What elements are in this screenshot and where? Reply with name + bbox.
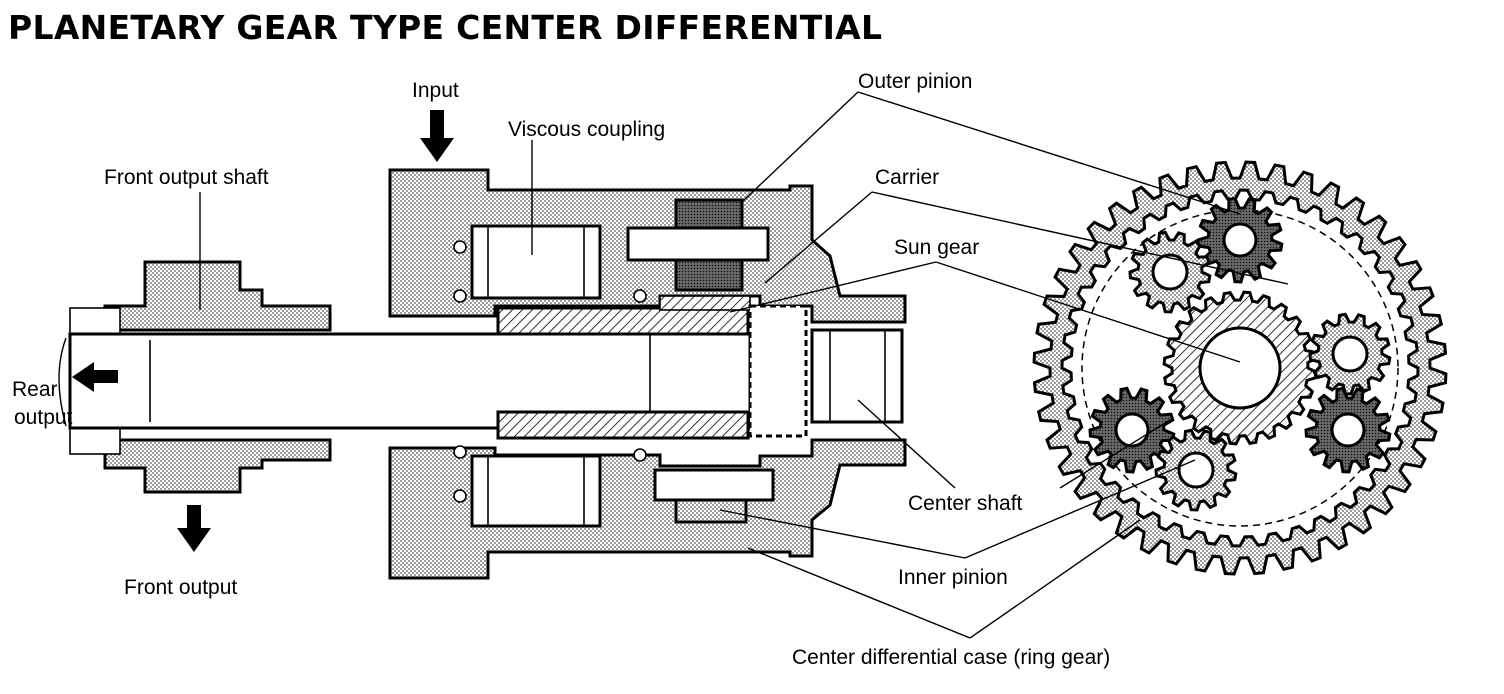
label-front-output-shaft: Front output shaft [104, 166, 269, 189]
inner-pinion-bottom-section [653, 468, 775, 502]
outer-pinion-gear [1196, 196, 1284, 284]
inner-pinion-gear [1128, 230, 1212, 314]
left-bearing-top [69, 307, 121, 335]
label-viscous-coupling: Viscous coupling [508, 118, 665, 141]
rear-output-brace [58, 337, 67, 427]
left-bearing-bottom [69, 427, 121, 455]
inner-pinion-gear-strip [674, 498, 748, 524]
label-inner-pinion: Inner pinion [898, 566, 1008, 589]
sun-gear [1162, 290, 1318, 446]
label-sun-gear: Sun gear [894, 236, 979, 259]
sun-gear-ring [659, 295, 751, 311]
label-center-differential-case: Center differential case (ring gear) [792, 646, 1110, 669]
rear-output-arrow-icon [72, 362, 118, 392]
outer-pinion-gear [1088, 386, 1176, 474]
viscous-coupling-upper [470, 224, 602, 300]
leader-lines [199, 91, 1289, 639]
section-view [58, 110, 907, 580]
viscous-coupling-lower [470, 454, 602, 528]
outer-pinion-gear [1304, 386, 1392, 474]
label-center-shaft: Center shaft [908, 492, 1023, 515]
label-output: output [14, 406, 73, 429]
inner-pinion-gear [1308, 312, 1392, 396]
label-carrier: Carrier [875, 166, 939, 189]
front-output-housing [103, 260, 332, 332]
main-housing-lower [388, 438, 907, 580]
inner-pinion-gear [1154, 428, 1238, 512]
front-output-housing-lower [103, 438, 332, 494]
center-shaft-box [748, 304, 808, 438]
gear-view [1032, 160, 1448, 576]
label-input: Input [412, 79, 459, 102]
sun-gear-sleeve-upper [496, 306, 750, 336]
label-front-output: Front output [124, 576, 237, 599]
sun-gear-sleeve-lower [496, 410, 750, 440]
center-shaft-stub [810, 328, 904, 424]
ring-gear [1032, 160, 1448, 576]
input-arrow-icon [420, 110, 454, 162]
label-outer-pinion: Outer pinion [858, 70, 972, 93]
page-title: PLANETARY GEAR TYPE CENTER DIFFERENTIAL [8, 8, 883, 47]
inner-pinion-top [626, 226, 770, 262]
front-output-arrow-icon [177, 505, 211, 552]
label-rear: Rear [12, 378, 58, 401]
